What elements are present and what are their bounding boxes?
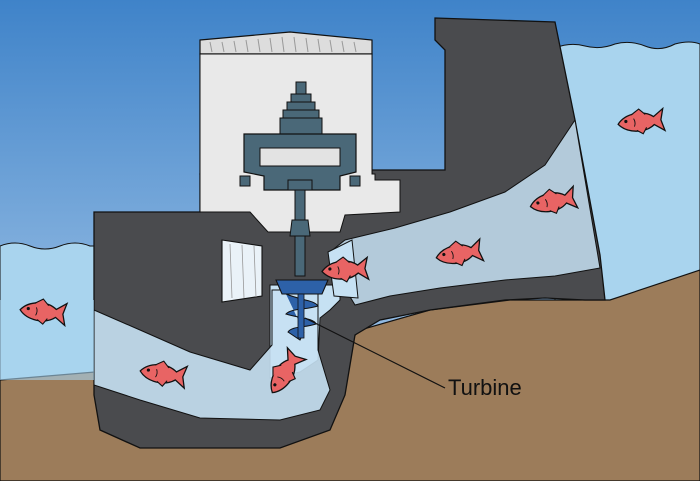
- turbine-icon[interactable]: [275, 279, 329, 341]
- powerhouse-roof: [199, 31, 373, 55]
- generator-icon: [239, 81, 361, 277]
- wicket-gate-left: [221, 239, 263, 303]
- turbine-leader-line: [304, 317, 446, 389]
- turbine-label: Turbine: [448, 375, 522, 400]
